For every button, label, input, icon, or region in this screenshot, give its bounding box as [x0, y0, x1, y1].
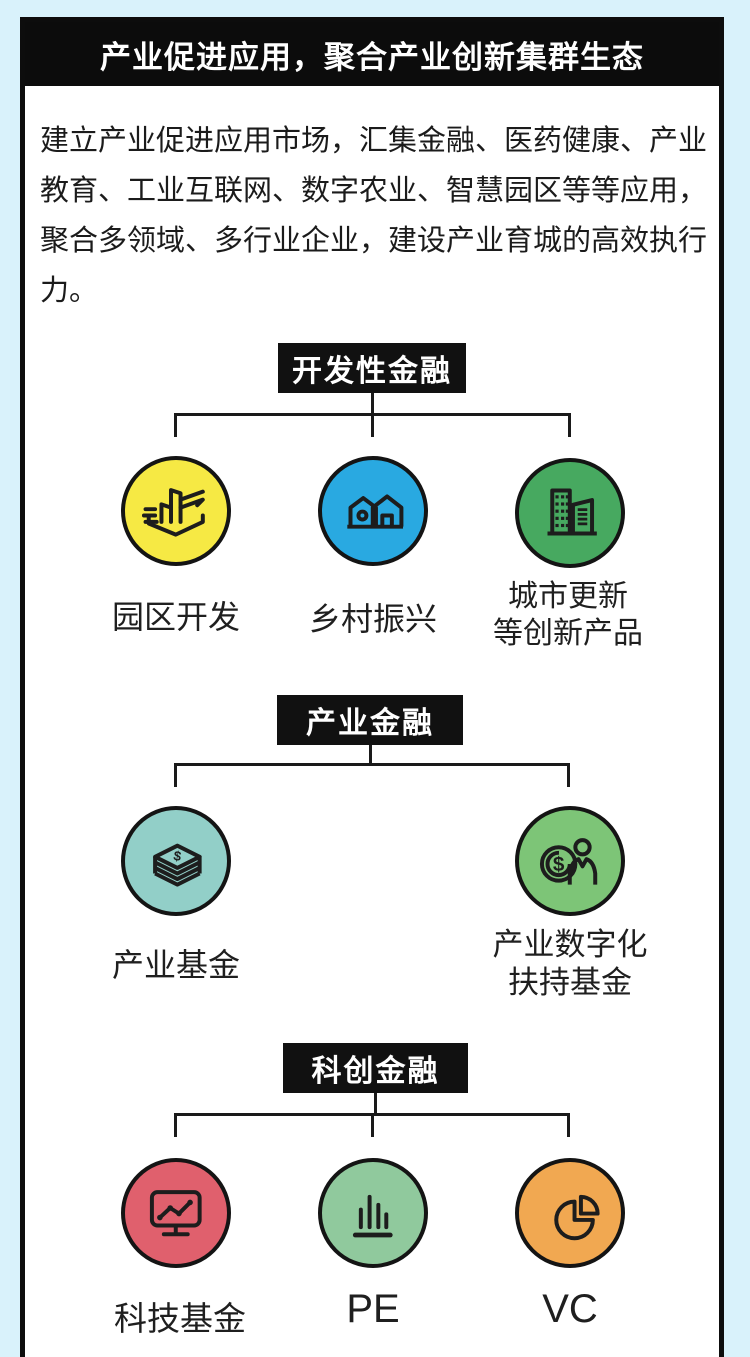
section-title-scitech-finance: 科创金融	[283, 1043, 468, 1093]
circle-park-development	[121, 456, 231, 566]
section-title-development-finance: 开发性金融	[278, 343, 466, 393]
branch-label-line: 等创新产品	[493, 617, 643, 650]
branch-label: 城市更新 等创新产品	[448, 578, 688, 652]
branch-label: 产业数字化 扶持基金	[450, 926, 690, 1002]
branch-label: 科技基金	[114, 1300, 246, 1337]
connector-stem	[369, 745, 372, 765]
branch-label: 园区开发	[111, 599, 240, 635]
connector-horizontal	[175, 763, 569, 766]
branch-label-line: 城市更新	[508, 580, 628, 613]
branch-label: VC	[542, 1287, 598, 1331]
circle-digitalization-support-fund: $	[515, 806, 625, 916]
connector-stub	[174, 763, 177, 787]
connector-stub	[371, 413, 374, 437]
pie-chart-icon	[554, 1195, 600, 1241]
bar-chart-icon	[353, 1195, 393, 1238]
connector-stub	[174, 413, 177, 437]
city-buildings-icon	[547, 488, 598, 536]
money-stack-icon: $	[153, 843, 202, 887]
connector-stem	[374, 1093, 377, 1115]
section-title-industry-finance: 产业金融	[277, 695, 463, 745]
connector-stub	[174, 1113, 177, 1137]
branch-label-line: 扶持基金	[508, 965, 632, 1000]
svg-text:$: $	[553, 853, 565, 876]
intro-line: 聚合多领域、多行业企业，建设产业育城的高效执行	[40, 225, 708, 257]
page-header: 产业促进应用，聚合产业创新集群生态	[25, 22, 719, 86]
circle-pe	[318, 1158, 428, 1268]
intro-line: 建立产业促进应用市场，汇集金融、医药健康、产业	[40, 125, 708, 157]
circle-urban-renewal	[515, 458, 625, 568]
circle-rural-revitalization	[318, 456, 428, 566]
connector-stub	[371, 1113, 374, 1137]
branch-label-line: 产业数字化	[492, 927, 648, 962]
intro-paragraph: 建立产业促进应用市场，汇集金融、医药健康、产业 教育、工业互联网、数字农业、智慧…	[40, 116, 716, 316]
circle-vc	[515, 1158, 625, 1268]
circle-industry-fund: $	[121, 806, 231, 916]
page-title: 产业促进应用，聚合产业创新集群生态	[100, 39, 644, 75]
branch-label: PE	[346, 1287, 400, 1331]
circle-tech-fund	[121, 1158, 231, 1268]
monitor-chart-icon	[150, 1190, 202, 1237]
svg-text:$: $	[173, 848, 183, 864]
village-houses-icon	[347, 494, 404, 529]
branch-label: 乡村振兴	[308, 601, 437, 637]
branch-label: 产业基金	[111, 947, 240, 983]
industrial-park-icon	[142, 488, 206, 537]
intro-line: 力。	[40, 275, 99, 307]
coin-person-icon: $	[540, 838, 598, 885]
connector-stub	[568, 413, 571, 437]
connector-stub	[567, 763, 570, 787]
connector-stem	[371, 393, 374, 415]
intro-line: 教育、工业互联网、数字农业、智慧园区等等应用，	[40, 175, 708, 207]
connector-stub	[567, 1113, 570, 1137]
